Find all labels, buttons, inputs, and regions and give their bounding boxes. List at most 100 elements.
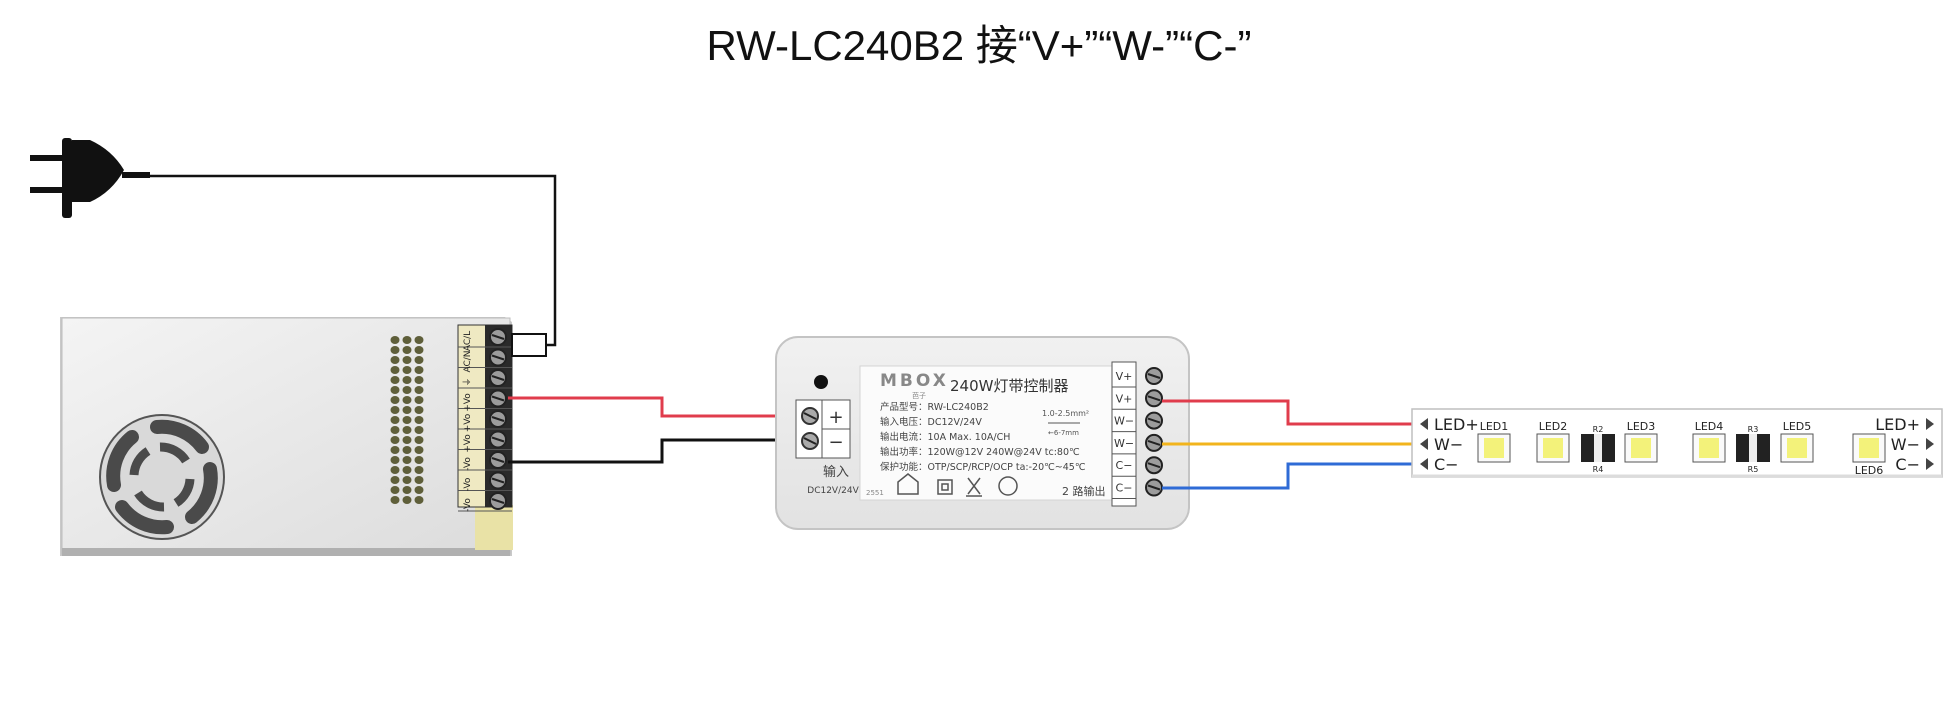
resistor-label-bottom: R4 [1593, 465, 1604, 474]
psu-terminal-label: +Vo [463, 434, 473, 453]
psu-terminal-screw [489, 492, 507, 510]
vent-hole [390, 496, 400, 504]
vent-hole [390, 426, 400, 434]
resistor-label-bottom: R5 [1748, 465, 1759, 474]
vent-hole [414, 496, 424, 504]
psu-terminal-screw [489, 389, 507, 408]
led-emitter [1699, 438, 1719, 458]
vent-hole [414, 476, 424, 484]
vent-hole [414, 416, 424, 424]
input-label: 输入 [823, 464, 849, 480]
vent-hole [414, 466, 424, 474]
vent-hole [414, 376, 424, 384]
vent-hole [390, 466, 400, 474]
vent-hole [390, 356, 400, 364]
psu-terminal-label: -Vo [463, 477, 473, 491]
psu-terminal-block: AC/LAC/N⏚+Vo+Vo+Vo-Vo-Vo-Vo [458, 328, 512, 512]
output-terminal-block: V+V+W−W−C−C− [1111, 361, 1163, 507]
vent-hole [402, 346, 412, 354]
product-title: 240W灯带控制器 [950, 377, 1068, 395]
vent-holes [390, 336, 424, 504]
wire-black-input [508, 438, 805, 464]
wire-spec: 1.0-2.5mm² [1042, 409, 1089, 418]
led-label: LED1 [1480, 420, 1509, 433]
vent-hole [390, 396, 400, 404]
output-terminal-screw [1145, 433, 1163, 452]
resistor-label-top: R3 [1748, 425, 1759, 434]
strip-left-label: W− [1434, 435, 1463, 454]
vent-hole [414, 436, 424, 444]
led-label: LED3 [1627, 420, 1656, 433]
vent-hole [414, 446, 424, 454]
vent-hole [402, 426, 412, 434]
brand-sub: 芭子 [912, 391, 926, 400]
output-label: 2 路输出 [1062, 484, 1106, 498]
resistor-band [1594, 434, 1602, 462]
strip-right-label: LED+ [1875, 415, 1920, 434]
spec-line: 保护功能：OTP/SCP/RCP/OCP ta:-20℃~45℃ [880, 461, 1086, 473]
strip-right-label: C− [1895, 455, 1920, 474]
vent-hole [402, 386, 412, 394]
psu-terminal-label: -Vo [463, 498, 473, 512]
resistor-band [1749, 434, 1757, 462]
vent-hole [402, 336, 412, 344]
output-terminal-label: W− [1114, 415, 1134, 428]
date-code: 2551 [866, 489, 884, 497]
vent-hole [390, 416, 400, 424]
vent-hole [402, 376, 412, 384]
psu-terminal-label: AC/L [463, 331, 473, 351]
vent-hole [390, 446, 400, 454]
psu-terminal-label: +Vo [463, 393, 473, 412]
vent-hole [402, 416, 412, 424]
led-label: LED2 [1539, 420, 1568, 433]
vent-hole [390, 386, 400, 394]
vent-hole [390, 376, 400, 384]
vent-hole [414, 336, 424, 344]
output-terminal-screw [1145, 389, 1163, 408]
mains-cable [150, 174, 557, 347]
psu-terminal-screw [489, 328, 507, 346]
certification-icons [897, 473, 1018, 497]
led-label: LED5 [1783, 420, 1812, 433]
vent-hole [414, 426, 424, 434]
pad-arrow-icon [1420, 418, 1428, 430]
vent-hole [390, 406, 400, 414]
pad-arrow-icon [1926, 458, 1934, 470]
vent-hole [402, 406, 412, 414]
output-terminal-label: V+ [1116, 392, 1133, 405]
psu-terminal-screw [489, 430, 507, 449]
led-label: LED6 [1855, 464, 1884, 477]
led-label: LED4 [1695, 420, 1724, 433]
vent-hole [414, 386, 424, 394]
led-emitter [1859, 438, 1879, 458]
vent-hole [414, 486, 424, 494]
vent-hole [390, 486, 400, 494]
output-terminal-screw [1145, 367, 1163, 385]
input-screw-plus [801, 407, 819, 425]
vent-hole [402, 456, 412, 464]
vent-hole [402, 446, 412, 454]
strip-right-pads: LED+W−C− [1875, 415, 1934, 474]
vent-hole [402, 496, 412, 504]
diagram-title: RW-LC240B2 接“V+”“W-”“C-” [706, 22, 1252, 69]
spec-line: 输出电流：10A Max. 10A/CH [880, 431, 1010, 443]
psu-terminal-label: AC/N [463, 350, 473, 372]
vent-hole [390, 476, 400, 484]
strip-spec: ←6-7mm [1048, 429, 1079, 437]
led-emitter [1543, 438, 1563, 458]
strip-right-label: W− [1891, 435, 1920, 454]
psu-terminal-screw [489, 348, 507, 367]
output-terminal-label: V+ [1116, 370, 1133, 383]
vent-hole [402, 436, 412, 444]
input-plus-label: + [828, 407, 843, 428]
vent-hole [414, 346, 424, 354]
vent-hole [402, 396, 412, 404]
vent-hole [390, 366, 400, 374]
vent-hole [390, 456, 400, 464]
wire-red-input [508, 396, 805, 418]
led-emitter [1484, 438, 1504, 458]
vent-hole [402, 366, 412, 374]
